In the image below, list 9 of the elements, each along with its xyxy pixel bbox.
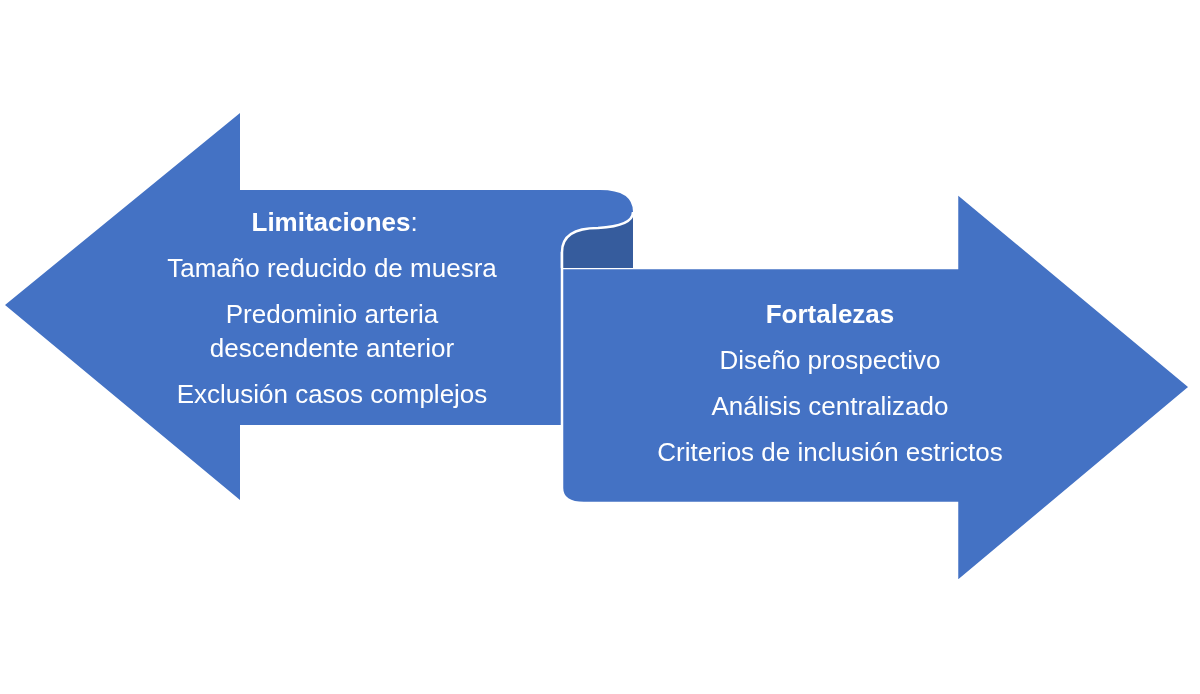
heading-text: Fortalezas	[765, 298, 895, 331]
item-text: Tamaño reducido de muesra	[167, 252, 497, 285]
item-text: Diseño prospectivo	[719, 344, 941, 377]
item-text: Análisis centralizado	[711, 390, 949, 423]
item-text: Criterios de inclusión estrictos	[657, 436, 1003, 469]
left-arrow	[5, 113, 633, 500]
item-text: Exclusión casos complejos	[176, 378, 488, 411]
item-text: Predominio arteria descendente anterior	[208, 298, 456, 365]
right-arrow	[562, 193, 1190, 582]
